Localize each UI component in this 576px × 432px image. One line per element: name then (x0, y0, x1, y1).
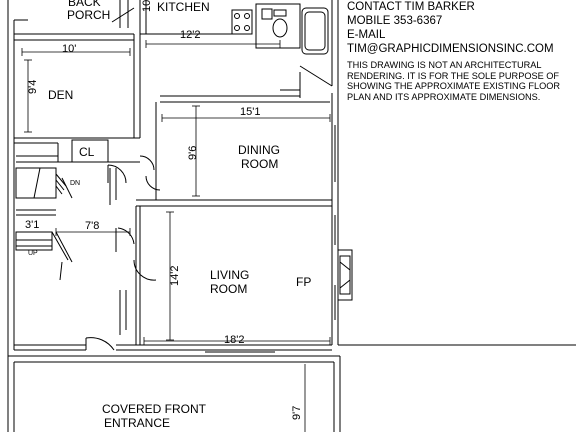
disclaimer-line-3: SHOWING THE APPROXIMATE EXISTING FLOOR (347, 81, 561, 92)
contact-block: CONTACT TIM BARKER MOBILE 353-6367 E-MAI… (347, 0, 576, 56)
living-label-2: ROOM (210, 282, 247, 296)
living-width-dim: 18'2 (224, 334, 244, 346)
dining-depth-dim: 9'6 (187, 146, 199, 160)
entrance-label-1: COVERED FRONT (102, 402, 207, 416)
stairs-up-label: UP (28, 250, 38, 257)
disclaimer-line-2: RENDERING. IT IS FOR THE SOLE PURPOSE OF (347, 70, 560, 81)
stair-width-dim: 3'1 (25, 219, 39, 231)
closet-label: CL (79, 145, 95, 159)
entrance-depth-dim: 9'7 (291, 406, 303, 420)
back-porch-label-2: PORCH (67, 8, 110, 22)
kitchen-label: KITCHEN (157, 0, 210, 14)
dining-label-2: ROOM (241, 157, 278, 171)
den-width-dim: 10' (62, 43, 76, 55)
contact-mobile: MOBILE 353-6367 (347, 15, 443, 27)
contact-email-heading: E-MAIL (347, 29, 386, 41)
living-depth-dim: 14'2 (169, 266, 181, 286)
kitchen-width-dim: 12'2 (180, 29, 200, 41)
stairs-down-label: DN (70, 180, 80, 187)
den-depth-dim: 9'4 (27, 80, 39, 94)
contact-name: CONTACT TIM BARKER (347, 1, 475, 13)
back-porch-label-1: BACK (68, 0, 101, 9)
entrance-label-2: ENTRANCE (104, 416, 170, 430)
hall-width-dim: 7'8 (85, 220, 99, 232)
den-label: DEN (48, 88, 73, 102)
disclaimer-block: THIS DRAWING IS NOT AN ARCHITECTURAL REN… (347, 60, 576, 102)
disclaimer-line-1: THIS DRAWING IS NOT AN ARCHITECTURAL (347, 60, 542, 70)
contact-email: TIM@GRAPHICDIMENSIONSINC.COM (347, 43, 554, 55)
dining-label-1: DINING (238, 143, 280, 157)
disclaimer-line-4: PLAN AND ITS APPROXIMATE DIMENSIONS. (347, 91, 541, 102)
porch-depth-dim: 10' (141, 0, 153, 12)
living-label-1: LIVING (210, 268, 249, 282)
dining-width-dim: 15'1 (240, 106, 260, 118)
fireplace-label: FP (296, 275, 311, 289)
